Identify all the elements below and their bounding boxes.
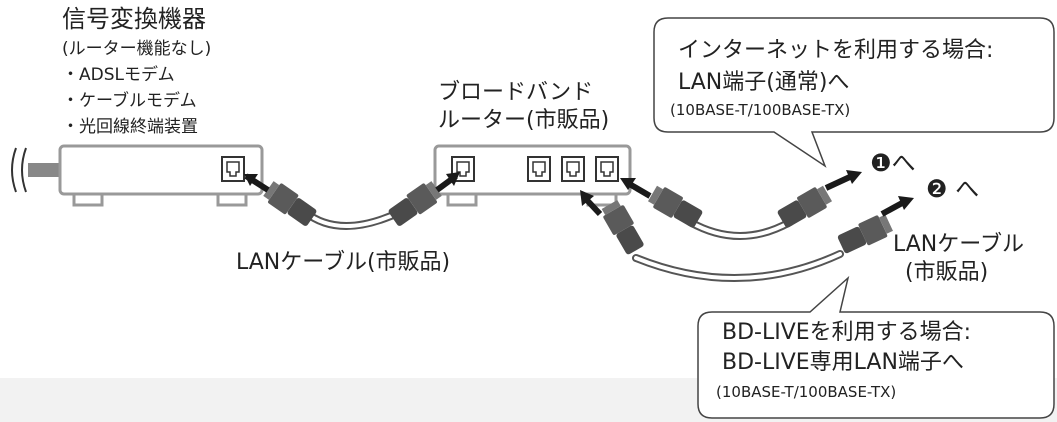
- lan-cable-bdlive: [580, 190, 914, 283]
- router-lan-port-3: [595, 156, 619, 182]
- rj45-connector: [388, 181, 442, 226]
- callout-internet-bubble: [653, 17, 1055, 168]
- incoming-line: [28, 163, 64, 177]
- modem-item: ・光回線終端装置: [62, 117, 198, 137]
- modem-subtitle: (ルーター機能なし): [62, 39, 212, 59]
- cable-left-label: LANケーブル(市販品): [236, 250, 451, 275]
- modem-lan-port: [221, 156, 245, 182]
- modem-item: ・ケーブルモデム: [62, 91, 197, 111]
- router-label-line2: ルーター(市販品): [438, 108, 610, 133]
- arrow-to-dest-2: [880, 199, 906, 217]
- router-lan-port-1: [527, 156, 551, 182]
- lan-cable-internet: [620, 170, 862, 240]
- arrow-to-dest-1: [824, 173, 854, 191]
- rj45-connector: [777, 185, 833, 228]
- callout-bdlive-line1: BD-LIVEを利用する場合:: [722, 320, 972, 345]
- callout-bdlive-bubble: [697, 275, 1055, 419]
- modem-item: ・ADSLモデム: [62, 65, 175, 85]
- callout-internet-line2: LAN端子(通常)へ: [678, 70, 850, 95]
- modem-device: [58, 144, 264, 207]
- callout-internet-line1: インターネットを利用する場合:: [678, 38, 994, 63]
- router-lan-port-2: [561, 156, 585, 182]
- callout-bdlive-line2: BD-LIVE専用LAN端子へ: [722, 350, 964, 375]
- lan-cable-left: [244, 172, 460, 230]
- cable-right-label-line2: (市販品): [905, 260, 989, 285]
- modem-title: 信号変換機器: [62, 5, 206, 33]
- router-device: [433, 144, 632, 207]
- rj45-connector: [263, 181, 317, 226]
- rj45-connector: [601, 199, 644, 255]
- destination-2-label: ❷ へ: [926, 175, 980, 203]
- wall-line-icon: [11, 147, 27, 193]
- callout-internet-line3: (10BASE-T/100BASE-TX): [670, 101, 851, 119]
- destination-1-label: ❶へ: [870, 149, 916, 177]
- cable-right-label-line1: LANケーブル: [893, 232, 1024, 257]
- rj45-connector: [837, 214, 893, 254]
- callout-bdlive-line3: (10BASE-T/100BASE-TX): [716, 383, 897, 401]
- rj45-connector: [647, 185, 703, 228]
- router-label-line1: ブロードバンド: [438, 80, 594, 105]
